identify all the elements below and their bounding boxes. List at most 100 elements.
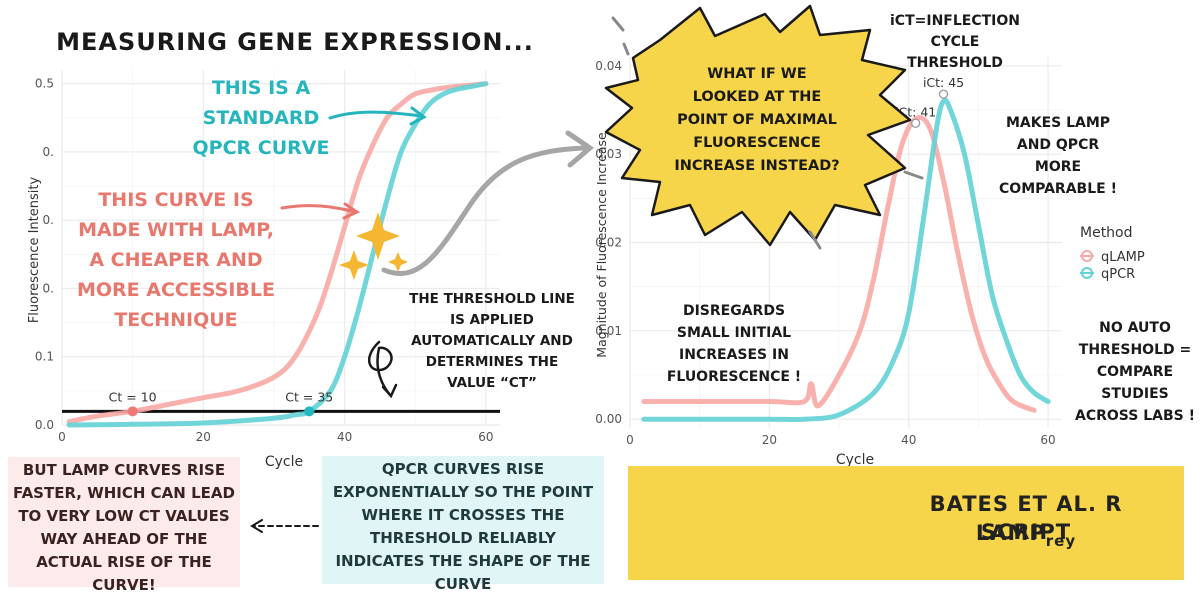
annotation-line: VALUE “CT”	[447, 375, 537, 391]
y-tick-label: 0.	[43, 281, 54, 295]
annotation-line: SMALL INITIAL	[677, 325, 791, 341]
arrow-threshold-head	[381, 383, 398, 399]
point-label: Ct = 35	[285, 389, 333, 404]
arrow-threshold-loop	[367, 340, 393, 397]
series-line-qlamp	[641, 115, 1037, 413]
annotation-line: STUDIES	[1101, 386, 1168, 402]
annotation-line: NO AUTO	[1099, 320, 1171, 336]
bubble-spark-1	[611, 16, 625, 32]
annotation-line: TECHNIQUE	[114, 309, 237, 331]
point-label: Ct = 10	[109, 389, 157, 404]
ict-point	[911, 118, 921, 128]
y-tick-label: 0.1	[35, 350, 54, 364]
annotation-line: CYCLE	[931, 34, 980, 50]
y-tick-label: 0.02	[595, 236, 622, 250]
annotation-line: ACROSS LABS !	[1075, 408, 1195, 424]
annotation-line: A CHEAPER AND	[89, 249, 262, 271]
annotation-line: FLUORESCENCE	[693, 135, 820, 151]
annotation-line: COMPARABLE !	[999, 181, 1117, 197]
qpcr-rise-line-3: WHERE IT CROSSES THE	[361, 506, 565, 524]
bubble-spark-4	[903, 170, 924, 180]
ct-point	[304, 406, 315, 417]
qpcr-rise-note: QPCR CURVES RISE EXPONENTIALLY SO THE PO…	[322, 456, 604, 593]
annotation-arrows	[250, 106, 595, 533]
annotation-line: AUTOMATICALLY AND	[411, 333, 573, 349]
chart1-ct-points: Ct = 10 Ct = 35	[109, 389, 333, 417]
arrow-to-right-chart	[381, 145, 588, 277]
dashed-arrow-head	[250, 519, 263, 533]
series-line-qpcr	[641, 97, 1051, 423]
annotation-line: STANDARD	[203, 107, 320, 129]
series-line-qlamp	[66, 81, 489, 425]
y-tick-label: 0.01	[595, 324, 622, 338]
chart2-y-axis-label: Magnitude of Fluorescence Increase	[594, 132, 609, 358]
y-tick-label: 0.5	[35, 77, 54, 91]
legend-label-qpcr: qPCR	[1101, 267, 1135, 282]
annotation-line: POINT OF MAXIMAL	[677, 112, 837, 128]
x-tick-label: 60	[478, 430, 493, 444]
sparkle-medium	[339, 250, 369, 280]
annotation-line: INCREASE INSTEAD?	[674, 158, 839, 174]
y-tick-label: 0.03	[595, 147, 622, 161]
y-tick-label: 0.	[43, 213, 54, 227]
annotation-line: DISREGARDS	[683, 303, 785, 319]
annotation-line: COMPARE	[1097, 364, 1173, 380]
annotation-line: IS APPLIED	[450, 312, 534, 328]
speech-bubble-shape	[604, 4, 912, 247]
arrow-lamp-head	[342, 202, 361, 220]
lamprey-name-lamp: LAMP	[975, 521, 1046, 545]
annotation-line: INCREASES IN	[679, 347, 789, 363]
lamp-rise-line-3: TO VERY LOW CT VALUES	[18, 507, 230, 525]
annotation-line: THIS CURVE IS	[98, 189, 253, 211]
annotation-line: MADE WITH LAMP,	[78, 219, 274, 241]
annotation-line: THIS IS A	[212, 77, 311, 99]
qpcr-rise-line-2: EXPONENTIALLY SO THE POINT	[332, 483, 594, 501]
bates-banner: BATES ET AL. R SCRIPT LAMPrey	[628, 466, 1184, 580]
annotation-line: MORE ACCESSIBLE	[77, 279, 275, 301]
y-tick-label: 0.	[43, 145, 54, 159]
chart2-legend: Method qLAMP qPCR	[1080, 225, 1145, 282]
chart2-y-ticks: 0.00 0.01 0.02 0.03 0.04	[595, 59, 622, 426]
annotation-disregards: DISREGARDS SMALL INITIAL INCREASES IN FLUOR…	[667, 303, 801, 385]
arrow-lamp-curve	[280, 204, 357, 214]
annotation-line: THRESHOLD	[907, 55, 1003, 71]
y-tick-label: 0.00	[595, 412, 622, 426]
x-tick-label: 0	[626, 433, 634, 447]
y-tick-label: 0.0	[35, 418, 54, 432]
lamp-rise-line-1: BUT LAMP CURVES RISE	[22, 461, 226, 479]
lamprey-name: LAMPrey	[881, 522, 1171, 553]
qpcr-rise-line-1: QPCR CURVES RISE	[381, 460, 545, 478]
annotation-line: iCT=INFLECTION	[890, 13, 1020, 29]
chart2-x-axis-label: Cycle	[836, 452, 874, 468]
page-title: MEASURING GENE EXPRESSION...	[56, 28, 534, 56]
chart1-y-axis-label: Fluorescence Intensity	[27, 177, 42, 324]
arrow-standard-head	[409, 106, 427, 126]
x-tick-label: 20	[762, 433, 777, 447]
sparkle-large	[356, 212, 400, 260]
y-tick-label: 0.04	[595, 59, 622, 73]
annotation-line: LOOKED AT THE	[693, 89, 822, 105]
qpcr-rise-line-4: THRESHOLD RELIABLY	[370, 529, 556, 547]
x-tick-label: 40	[901, 433, 916, 447]
qpcr-rise-line-5: INDICATES THE SHAPE OF THE	[335, 552, 591, 570]
bubble-spark-2	[622, 42, 630, 56]
annotation-line: WHAT IF WE	[707, 66, 806, 82]
annotation-line: AND QPCR	[1017, 137, 1099, 153]
x-tick-label: 20	[196, 430, 211, 444]
annotation-line: DETERMINES THE	[426, 354, 558, 370]
annotation-what-if: WHAT IF WE LOOKED AT THE POINT OF MAXIMAL F…	[674, 66, 839, 174]
bates-script-title: BATES ET AL. R SCRIPT	[929, 492, 1123, 544]
annotation-lamp-curve: THIS CURVE IS MADE WITH LAMP, A CHEAPER AN…	[77, 189, 275, 331]
annotation-line: FLUORESCENCE !	[667, 369, 801, 385]
x-tick-label: 0	[58, 430, 66, 444]
qpcr-rise-line-6: CURVE	[434, 575, 492, 593]
legend-title: Method	[1080, 225, 1133, 241]
chart1-grid	[61, 70, 500, 426]
lamp-rise-note: BUT LAMP CURVES RISE FASTER, WHICH CAN L…	[8, 457, 240, 594]
annotation-line: THE THRESHOLD LINE	[409, 291, 575, 307]
point-label: iCt: 45	[923, 75, 964, 90]
